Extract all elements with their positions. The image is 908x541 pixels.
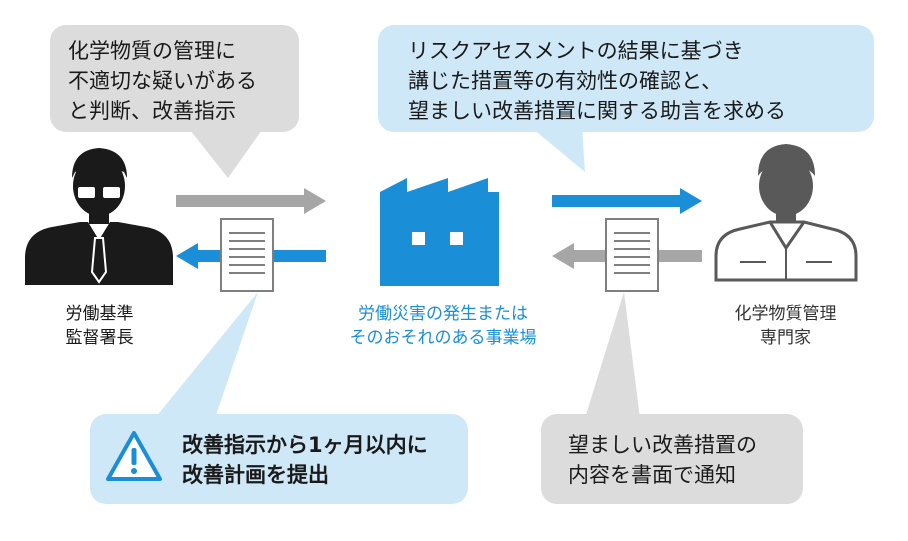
label-line: 監督署長 — [65, 328, 134, 348]
factory-icon — [380, 178, 499, 286]
arrow-inspector-to-workplace — [176, 188, 326, 214]
deadline-bubble-tail — [155, 292, 258, 418]
bubble-line: 改善指示から1ヶ月以内に — [182, 433, 428, 457]
expert-person-icon — [714, 144, 858, 282]
inspector-speech-bubble: 化学物質の管理に 不適切な疑いがある と判断、改善指示 — [50, 25, 299, 132]
expert-label: 化学物質管理 専門家 — [698, 302, 873, 350]
document-icon — [605, 218, 659, 292]
expert-reply-bubble-tail — [585, 292, 640, 418]
bubble-line: 望ましい改善措置に関する助言を求める — [408, 99, 786, 123]
label-line: 化学物質管理 — [734, 304, 837, 324]
label-line: そのおそれのある事業場 — [349, 328, 537, 348]
label-line: 専門家 — [760, 328, 811, 348]
label-line: 労働災害の発生または — [358, 304, 528, 324]
deadline-speech-bubble: 改善指示から1ヶ月以内に 改善計画を提出 — [90, 414, 468, 504]
arrow-workplace-to-expert — [552, 188, 702, 214]
bubble-line: 不適切な疑いがある — [68, 69, 257, 93]
inspector-label: 労働基準 監督署長 — [42, 302, 157, 350]
bubble-line: 化学物質の管理に — [68, 39, 236, 63]
expert-reply-speech-bubble: 望ましい改善措置の 内容を書面で通知 — [541, 414, 803, 504]
bubble-line: 改善計画を提出 — [182, 463, 329, 487]
workplace-label: 労働災害の発生または そのおそれのある事業場 — [318, 302, 568, 350]
inspector-bubble-tail — [190, 130, 262, 178]
document-icon — [220, 218, 274, 292]
bubble-line: リスクアセスメントの結果に基づき — [408, 39, 744, 63]
employer-speech-bubble: リスクアセスメントの結果に基づき 講じた措置等の有効性の確認と、 望ましい改善措… — [378, 25, 874, 132]
label-line: 労働基準 — [65, 304, 134, 324]
inspector-person-icon — [25, 148, 173, 285]
bubble-line: 内容を書面で通知 — [568, 463, 736, 487]
bubble-line: 講じた措置等の有効性の確認と、 — [408, 69, 723, 93]
bubble-line: 望ましい改善措置の — [568, 433, 757, 457]
employer-bubble-tail — [532, 128, 585, 172]
bubble-line: と判断、改善指示 — [68, 99, 236, 123]
